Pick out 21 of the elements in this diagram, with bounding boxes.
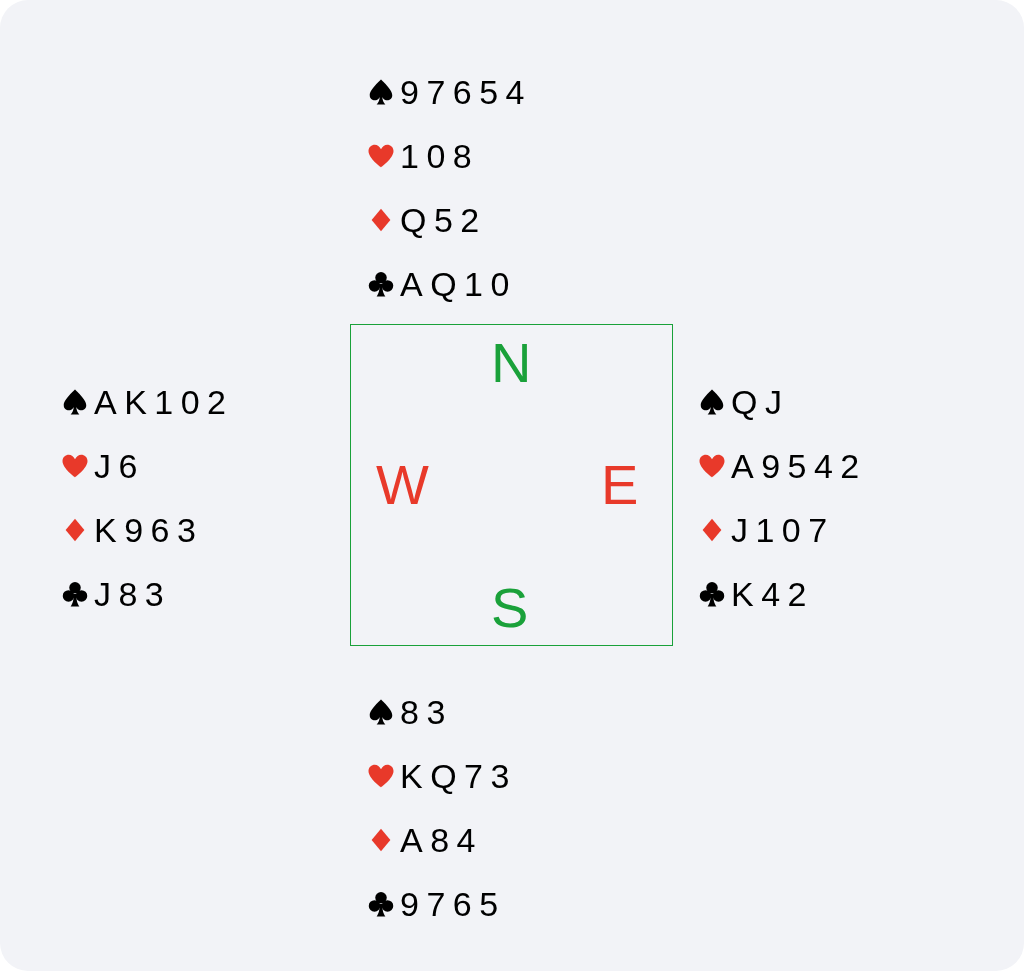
card-holding: QJ <box>731 385 790 419</box>
card-holding: J6 <box>94 449 145 483</box>
card-holding: A84 <box>400 823 483 857</box>
compass-direction: S <box>491 580 529 636</box>
compass-box <box>350 324 673 646</box>
card-holding: 97654 <box>400 75 532 109</box>
compass-direction: W <box>376 457 429 513</box>
card-holding: AQ10 <box>400 267 517 301</box>
card-holding: J83 <box>94 577 172 611</box>
card-holding: AK102 <box>94 385 234 419</box>
card-holding: KQ73 <box>400 759 517 793</box>
card-holding: K42 <box>731 577 814 611</box>
card-holding: K963 <box>94 513 204 547</box>
card-holding: Q52 <box>400 203 487 237</box>
card-holding: J107 <box>731 513 835 547</box>
compass-direction: E <box>601 457 639 513</box>
compass-direction: N <box>491 335 532 391</box>
card-holding: 108 <box>400 139 480 173</box>
card-holding: A9542 <box>731 449 867 483</box>
card-holding: 9765 <box>400 887 506 921</box>
card-holding: 83 <box>400 695 453 729</box>
